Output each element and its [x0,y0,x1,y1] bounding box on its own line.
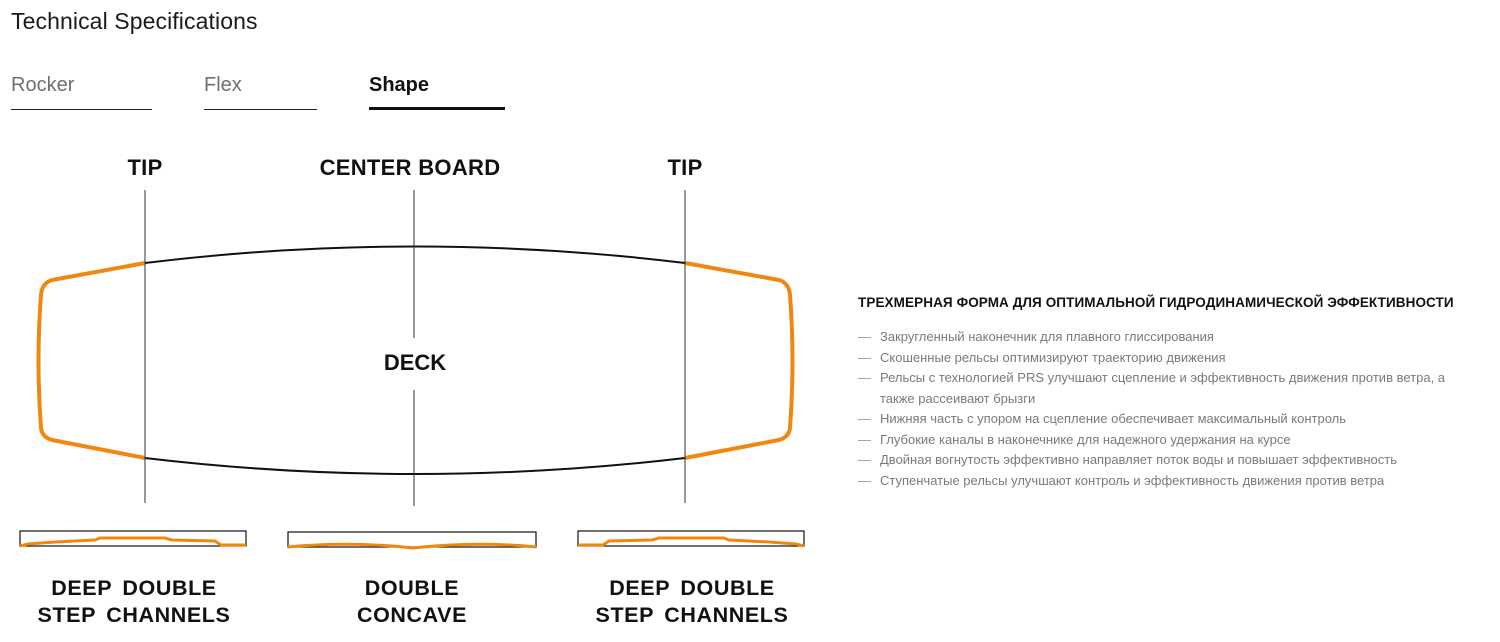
dash-bullet: — [858,431,871,447]
list-item: — Скошенные рельсы оптимизируют траектори… [858,348,1478,369]
list-item: — Ступенчатые рельсы улучшают контроль и … [858,471,1478,492]
board-bottom-edge [144,457,686,475]
cross-section-right [577,530,805,548]
section-right-line2: STEP CHANNELS [595,603,789,627]
board-top-edge [144,245,686,264]
list-item: — Рельсы с технологией PRS улучшают сцепл… [858,368,1478,409]
page-title: Technical Specifications [11,8,258,34]
list-item-text: Ступенчатые рельсы улучшают контроль и э… [880,472,1385,488]
dash-bullet: — [858,349,871,365]
list-item-text: Рельсы с технологией PRS улучшают сцепле… [880,370,1446,406]
dash-bullet: — [858,411,871,426]
tab-rocker[interactable]: Rocker [11,72,152,110]
specs-heading: ТРЕХМЕРНАЯ ФОРМА ДЛЯ ОПТИМАЛЬНОЙ ГИДРОДИ… [858,295,1454,310]
tab-flex[interactable]: Flex [204,72,317,110]
specs-list: — Закругленный наконечник для плавного гл… [858,327,1478,491]
dash-bullet: — [858,370,871,385]
cross-section-left [19,530,247,548]
section-center-line1: DOUBLE [364,576,460,600]
tip-left-label: TIP [127,155,163,180]
section-center-caption: DOUBLE CONCAVE [357,575,467,629]
list-item-text: Закругленный наконечник для плавного гли… [880,329,1214,344]
right-tip-rail [684,261,795,460]
section-center-line2: CONCAVE [356,603,468,627]
left-tip-rail [36,261,146,460]
section-right-caption: DEEP DOUBLE STEP CHANNELS [596,575,789,629]
dash-bullet: — [858,472,871,488]
board-shape-svg [19,190,805,550]
list-item-text: Скошенные рельсы оптимизируют траекторию… [880,349,1226,365]
dash-bullet: — [858,452,871,467]
dash-bullet: — [858,329,871,344]
section-right-line1: DEEP DOUBLE [609,576,775,600]
tab-rocker-label: Rocker [11,74,75,96]
tip-right-label: TIP [667,155,703,180]
list-item-text: Глубокие каналы в наконечнике для надежн… [880,431,1291,447]
section-left-line1: DEEP DOUBLE [51,576,217,600]
shape-specs: ТРЕХМЕРНАЯ ФОРМА ДЛЯ ОПТИМАЛЬНОЙ ГИДРОДИ… [858,295,1478,491]
list-item: — Нижняя часть с упором на сцепление обес… [858,409,1478,430]
tab-flex-label: Flex [204,74,242,96]
deck-label: DECK [383,350,447,375]
board-shape-diagram: TIP CENTER BOARD TIP DECK DEEP DOUBLE ST… [19,155,805,629]
section-left-line2: STEP CHANNELS [37,603,231,627]
tab-shape-label: Shape [369,74,430,96]
cross-section-center [287,531,537,550]
list-item: — Двойная вогнутость эффективно направляе… [858,450,1478,471]
list-item-text: Двойная вогнутость эффективно направляет… [880,452,1397,467]
tab-shape[interactable]: Shape [369,72,505,110]
list-item-text: Нижняя часть с упором на сцепление обесп… [880,411,1347,426]
list-item: — Глубокие каналы в наконечнике для надеж… [858,430,1478,451]
list-item: — Закругленный наконечник для плавного гл… [858,327,1478,348]
center-board-label: CENTER BOARD [319,155,501,180]
section-left-caption: DEEP DOUBLE STEP CHANNELS [38,575,231,629]
